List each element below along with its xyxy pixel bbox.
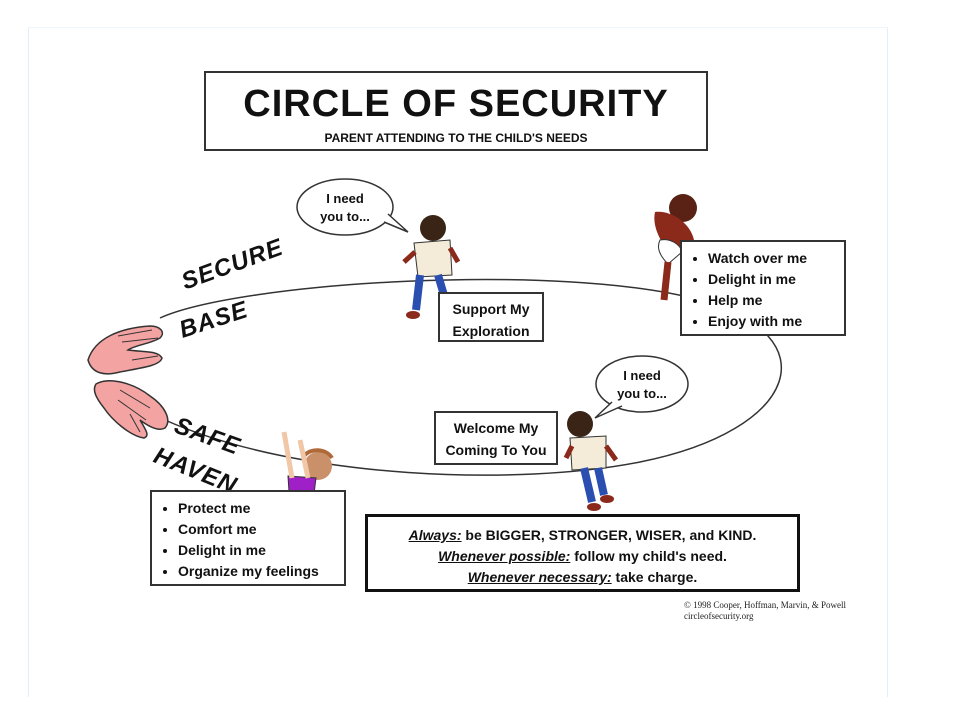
list-item: Watch over me bbox=[708, 248, 836, 269]
copyright-note: © 1998 Cooper, Hoffman, Marvin, & Powell… bbox=[684, 600, 846, 622]
parenting-rules-box: Always: be BIGGER, STRONGER, WISER, and … bbox=[365, 514, 800, 592]
list-item: Help me bbox=[708, 290, 836, 311]
rule-necessary-text: take charge. bbox=[611, 569, 698, 585]
diagram-title: CIRCLE OF SECURITY bbox=[243, 83, 669, 125]
protect-list-box: Protect me Comfort me Delight in me Orga… bbox=[150, 490, 346, 586]
watch-over-list-box: Watch over me Delight in me Help me Enjo… bbox=[680, 240, 846, 336]
bubble-top-line2: you to... bbox=[320, 209, 370, 224]
welcome-line1: Welcome My bbox=[453, 420, 539, 436]
speech-bubble-bottom bbox=[595, 355, 689, 413]
list-item: Delight in me bbox=[178, 540, 336, 561]
circle-path bbox=[159, 278, 782, 476]
rule-necessary-label: Whenever necessary: bbox=[467, 569, 612, 585]
list-item: Comfort me bbox=[178, 519, 336, 540]
rule-necessary: Whenever necessary: take charge. bbox=[368, 567, 797, 588]
list-item: Protect me bbox=[178, 498, 336, 519]
lower-hand-icon bbox=[93, 380, 169, 439]
rule-possible-label: Whenever possible: bbox=[438, 548, 571, 564]
welcome-coming-box: Welcome My Coming To You bbox=[434, 411, 558, 465]
upper-hand-icon bbox=[87, 325, 164, 375]
support-exploration-box: Support My Exploration bbox=[438, 292, 544, 342]
bubble-bottom-text: I need you to... bbox=[600, 367, 684, 403]
slide-frame bbox=[28, 27, 888, 697]
bubble-top-text: I need you to... bbox=[305, 190, 385, 226]
rule-always-label: Always: bbox=[408, 527, 462, 543]
bubble-bottom-line1: I need bbox=[623, 368, 661, 383]
bubble-top-line1: I need bbox=[326, 191, 364, 206]
list-item: Organize my feelings bbox=[178, 561, 336, 582]
bubble-bottom-line2: you to... bbox=[617, 386, 667, 401]
child-exploring-top-icon bbox=[402, 215, 461, 319]
rule-always: Always: be BIGGER, STRONGER, WISER, and … bbox=[368, 525, 797, 546]
list-item: Enjoy with me bbox=[708, 311, 836, 332]
rule-always-text: be BIGGER, STRONGER, WISER, and KIND. bbox=[461, 527, 757, 543]
support-line1: Support My bbox=[452, 301, 530, 317]
welcome-line2: Coming To You bbox=[445, 442, 547, 458]
copyright-line2: circleofsecurity.org bbox=[684, 611, 754, 621]
child-returning-bottom-icon bbox=[563, 411, 619, 511]
list-item: Delight in me bbox=[708, 269, 836, 290]
rule-possible-text: follow my child's need. bbox=[570, 548, 727, 564]
diagram-subtitle: PARENT ATTENDING TO THE CHILD'S NEEDS bbox=[324, 131, 588, 145]
title-box: CIRCLE OF SECURITY PARENT ATTENDING TO T… bbox=[204, 71, 708, 151]
speech-bubble-top bbox=[296, 178, 394, 236]
copyright-line1: © 1998 Cooper, Hoffman, Marvin, & Powell bbox=[684, 600, 847, 610]
rule-possible: Whenever possible: follow my child's nee… bbox=[368, 546, 797, 567]
support-line2: Exploration bbox=[452, 323, 530, 339]
